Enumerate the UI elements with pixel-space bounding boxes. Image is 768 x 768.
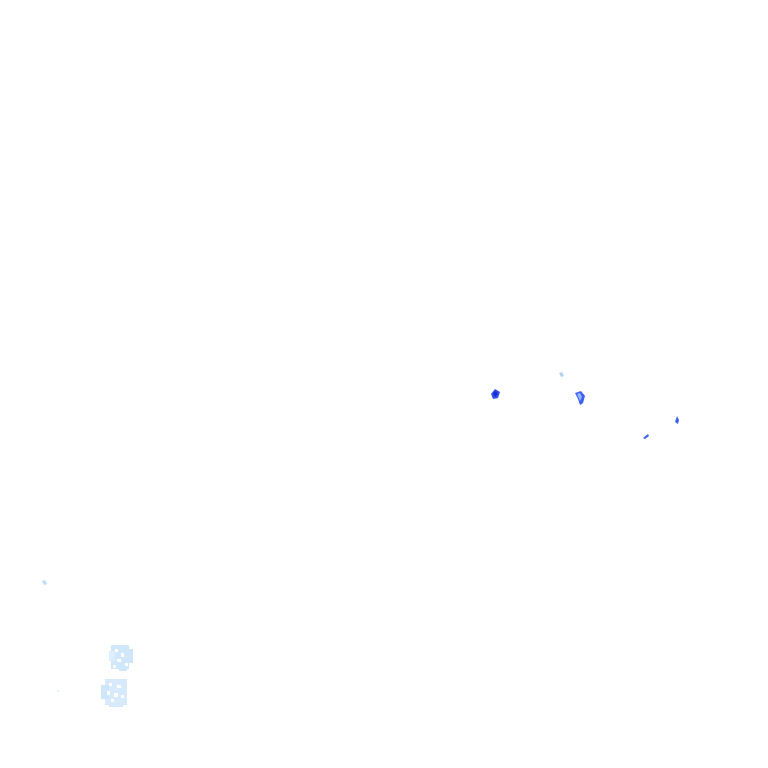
speck-faint-2-shape (42, 580, 47, 585)
speck-deep-blue-3-shape (675, 416, 679, 424)
speck-deep-blue-4 (643, 433, 650, 439)
pale-cluster-lower (99, 677, 131, 709)
speck-deep-blue-2-shape (575, 391, 585, 405)
speck-deep-blue-4-shape (643, 434, 649, 439)
pale-cluster-upper (107, 643, 135, 673)
speck-deep-blue-1 (488, 387, 502, 401)
speck-faint-2 (42, 580, 48, 586)
pale-cluster-upper-shape (109, 645, 133, 671)
speck-faint-1-shape (559, 372, 564, 377)
speck-deep-blue-1-shape (491, 389, 500, 399)
speck-faint-1 (558, 371, 565, 378)
faint-dot (57, 690, 59, 692)
speck-deep-blue-3 (674, 416, 680, 425)
pale-cluster-lower-shape (101, 679, 127, 707)
speck-deep-blue-2 (573, 389, 587, 407)
